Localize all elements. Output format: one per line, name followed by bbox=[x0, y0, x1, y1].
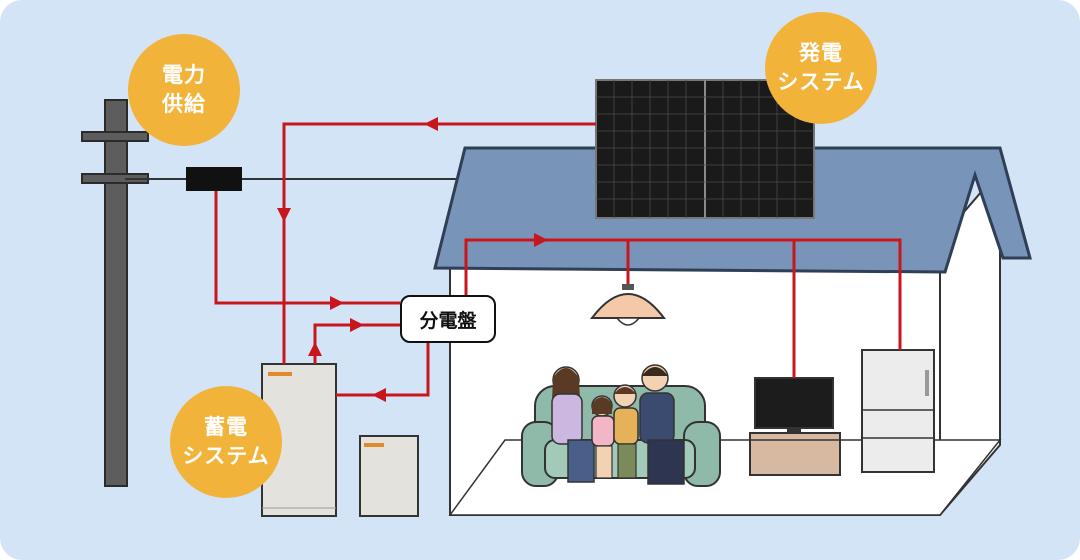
flow-meter-to-panel bbox=[214, 191, 400, 305]
storage-system-bubble: 蓄電 システム bbox=[170, 386, 282, 498]
storage-system-line-1: 蓄電 bbox=[204, 415, 248, 439]
flow-arrowheads bbox=[277, 117, 548, 402]
generation-system-line-2: システム bbox=[777, 70, 865, 94]
storage-system-line-2: システム bbox=[182, 444, 270, 468]
power-supply-line-2: 供給 bbox=[162, 92, 206, 116]
arrowhead-left-top bbox=[424, 117, 438, 131]
distribution-board-label: 分電盤 bbox=[400, 295, 496, 343]
ceiling-lamp-icon bbox=[589, 284, 667, 326]
solar-panel-icon bbox=[595, 79, 815, 219]
television-icon bbox=[749, 377, 841, 476]
flow-panel-to-house bbox=[464, 238, 902, 350]
flow-solar-to-battery bbox=[282, 122, 596, 364]
flow-panel-to-battery bbox=[336, 343, 430, 397]
refrigerator-icon bbox=[861, 349, 935, 473]
power-supply-bubble: 電力 供給 bbox=[128, 34, 240, 146]
power-supply-line-1: 電力 bbox=[162, 63, 206, 87]
arrowhead-right-battery bbox=[350, 318, 364, 332]
family-on-sofa-icon bbox=[521, 364, 721, 487]
generation-system-bubble: 発電 システム bbox=[765, 12, 877, 124]
electric-meter-icon bbox=[186, 167, 242, 191]
arrowhead-left-battery bbox=[372, 388, 386, 402]
arrowhead-down bbox=[277, 208, 291, 222]
arrowhead-right-meter bbox=[330, 296, 344, 310]
generation-system-line-1: 発電 bbox=[799, 41, 843, 65]
arrowhead-up bbox=[308, 342, 322, 356]
battery-unit-icon bbox=[261, 363, 419, 517]
arrowhead-right-house bbox=[534, 233, 548, 247]
utility-pole-icon bbox=[81, 99, 149, 487]
flow-battery-to-panel bbox=[313, 323, 400, 364]
